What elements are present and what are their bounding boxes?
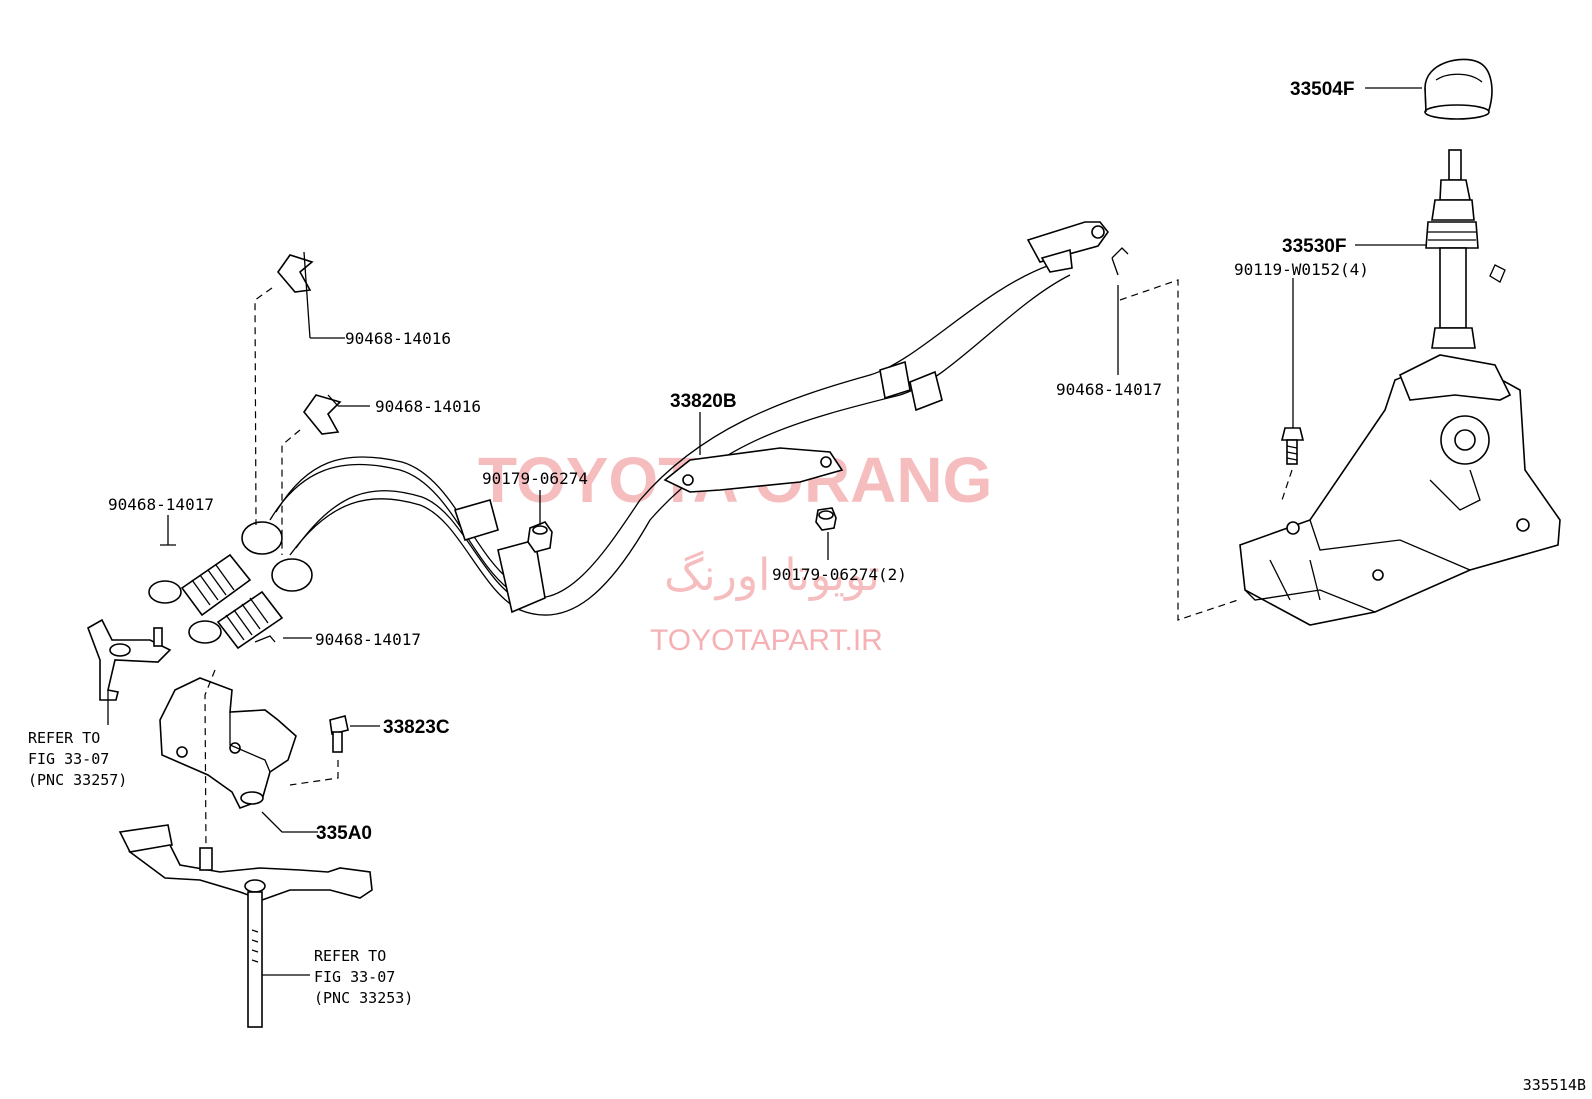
part-labels: 33504F 33530F 90119-W0152(4) 90468-14017… [28, 79, 1586, 1094]
refer-2-line3: (PNC 33253) [314, 989, 413, 1007]
watermark-site: TOYOTAPART.IR [650, 624, 883, 657]
refer-note-1: REFER TO FIG 33-07 (PNC 33257) [28, 729, 127, 789]
leader-lines [107, 87, 1427, 976]
shift-knob-drawing [1424, 58, 1493, 120]
label-90468-14016-upper: 90468-14016 [345, 329, 451, 348]
label-90119-W0152: 90119-W0152(4) [1234, 260, 1369, 279]
refer-1-line3: (PNC 33257) [28, 771, 127, 789]
label-33823C: 33823C [383, 717, 450, 738]
boundary-dashes [1119, 279, 1239, 621]
label-33820B: 33820B [670, 391, 737, 412]
shift-lever-drawing [1425, 149, 1479, 349]
pins-drawing [160, 247, 1129, 643]
label-90179-06274: 90179-06274 [482, 469, 588, 488]
refer-1-line2: FIG 33-07 [28, 750, 109, 768]
shifter-housing-drawing [1239, 264, 1561, 626]
label-90468-14016-lower: 90468-14016 [375, 397, 481, 416]
label-90468-14017-right: 90468-14017 [1056, 380, 1162, 399]
figure-code: 335514B [1523, 1076, 1586, 1094]
refer-note-2: REFER TO FIG 33-07 (PNC 33253) [314, 947, 413, 1007]
nuts-drawing [527, 507, 837, 553]
refer-1-line1: REFER TO [28, 729, 100, 747]
bracket-bolt-drawing [289, 715, 349, 786]
shifter-bolt-drawing [1280, 427, 1305, 501]
watermark-persian: تویوتا اورنگ [664, 550, 880, 601]
lower-selector-drawing [118, 824, 373, 1028]
shift-cables-drawing [269, 221, 1110, 616]
upper-clips-drawing [254, 254, 342, 555]
label-90468-14017-left: 90468-14017 [108, 495, 214, 514]
refer-2-line2: FIG 33-07 [314, 968, 395, 986]
cable-ends-drawing [148, 521, 313, 650]
refer-2-line1: REFER TO [314, 947, 386, 965]
label-33504F: 33504F [1290, 79, 1354, 100]
label-335A0: 335A0 [316, 823, 372, 844]
label-33530F: 33530F [1282, 236, 1346, 257]
label-90179-06274-2: 90179-06274(2) [772, 565, 907, 584]
bracket-drawing [159, 669, 297, 851]
left-lever-drawing [87, 618, 172, 701]
label-90468-14017-center: 90468-14017 [315, 630, 421, 649]
